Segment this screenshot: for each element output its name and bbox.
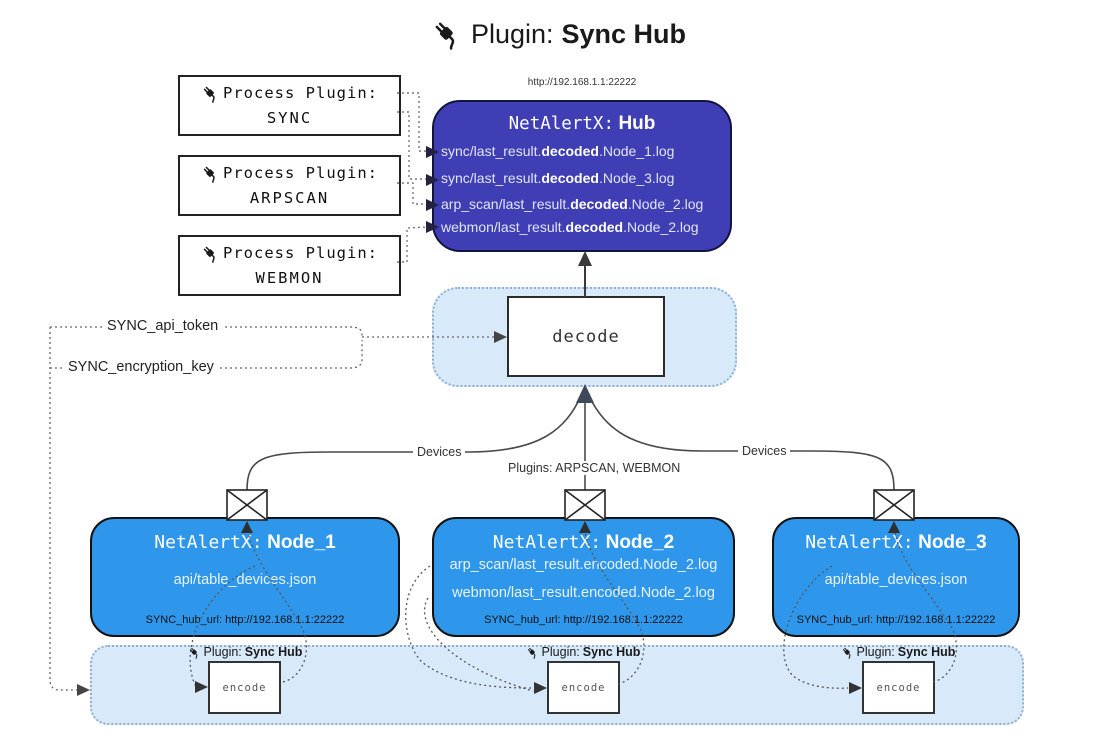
node-file: api/table_devices.json <box>173 572 317 588</box>
process-plugin-label: Process Plugin: <box>223 244 378 263</box>
hub-url: http://192.168.1.1:22222 <box>527 77 637 88</box>
encode-box-2: encode <box>547 661 620 714</box>
process-plugin-name: ARPSCAN <box>249 188 330 207</box>
page-title-name: Sync Hub <box>561 18 687 49</box>
hub-title: NetAlertX: Hub <box>432 113 732 135</box>
node-file: arp_scan/last_result.encoded.Node_2.log <box>449 557 718 573</box>
encode-box-3: encode <box>862 661 935 714</box>
process-plugin-box-webmon: Process Plugin: WEBMON <box>178 235 401 296</box>
page-title: Plugin: Sync Hub <box>0 18 1117 50</box>
hub-log-line: sync/last_result.decoded.Node_3.log <box>441 170 675 186</box>
node-file: webmon/last_result.encoded.Node_2.log <box>452 585 715 601</box>
node-3-box: NetAlertX: Node_3 api/table_devices.json… <box>772 517 1020 637</box>
hub-log-line: arp_scan/last_result.decoded.Node_2.log <box>441 196 704 212</box>
node-hub-url: SYNC_hub_url: http://192.168.1.1:22222 <box>796 614 996 626</box>
process-plugin-name: SYNC <box>266 108 313 127</box>
node-2-box: NetAlertX: Node_2 arp_scan/last_result.e… <box>432 517 735 637</box>
hub-title-name: Hub <box>618 113 656 134</box>
encode-box-1: encode <box>208 661 281 714</box>
node-hub-url: SYNC_hub_url: http://192.168.1.1:22222 <box>145 614 345 626</box>
hub-log-line: webmon/last_result.decoded.Node_2.log <box>441 219 699 235</box>
node-1-box: NetAlertX: Node_1 api/table_devices.json… <box>90 517 400 637</box>
page-title-prefix: Plugin: <box>470 18 554 49</box>
process-plugin-name: WEBMON <box>255 268 324 287</box>
plug-icon <box>201 244 220 263</box>
process-plugin-box-arpscan: Process Plugin: ARPSCAN <box>178 155 401 216</box>
decode-box: decode <box>507 296 665 377</box>
hub-title-prefix: NetAlertX: <box>508 114 614 134</box>
process-plugin-box-sync: Process Plugin: SYNC <box>178 75 401 136</box>
process-plugin-label: Process Plugin: <box>223 84 378 103</box>
node-title: NetAlertX: Node_3 <box>805 532 987 553</box>
hub-box <box>432 100 732 252</box>
node-file: api/table_devices.json <box>824 572 968 588</box>
node-hub-url: SYNC_hub_url: http://192.168.1.1:22222 <box>484 614 683 626</box>
node-title: NetAlertX: Node_2 <box>492 532 675 553</box>
plug-icon <box>201 84 220 103</box>
plug-icon <box>201 164 220 183</box>
hub-log-line: sync/last_result.decoded.Node_1.log <box>441 143 675 159</box>
process-plugin-label: Process Plugin: <box>223 164 378 183</box>
plug-icon <box>431 18 463 50</box>
node-title: NetAlertX: Node_1 <box>154 532 336 553</box>
